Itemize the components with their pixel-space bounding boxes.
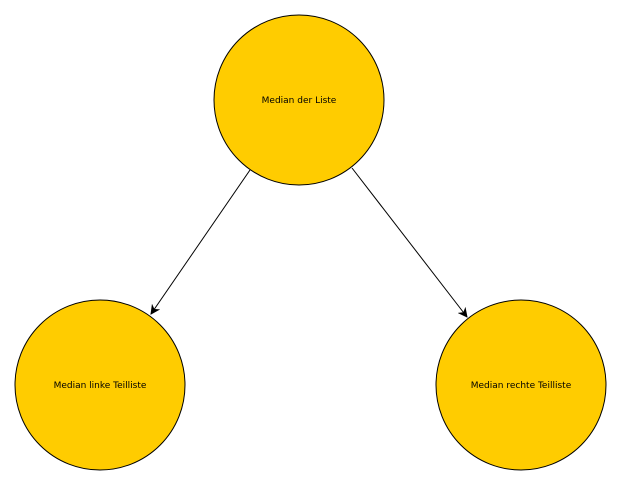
- node-right-circle: [435, 299, 607, 471]
- node-root[interactable]: Median der Liste: [213, 14, 385, 186]
- node-right[interactable]: Median rechte Teilliste: [435, 299, 607, 471]
- node-root-label: Median der Liste: [262, 96, 337, 106]
- node-root-circle: [213, 14, 385, 186]
- node-left[interactable]: Median linke Teilliste: [14, 299, 186, 471]
- edges: [150, 167, 468, 318]
- node-left-label: Median linke Teilliste: [54, 381, 147, 391]
- node-left-circle: [14, 299, 186, 471]
- edge-root-to-right: [351, 167, 468, 318]
- edge-root-to-left: [150, 169, 251, 315]
- node-right-label: Median rechte Teilliste: [471, 381, 572, 391]
